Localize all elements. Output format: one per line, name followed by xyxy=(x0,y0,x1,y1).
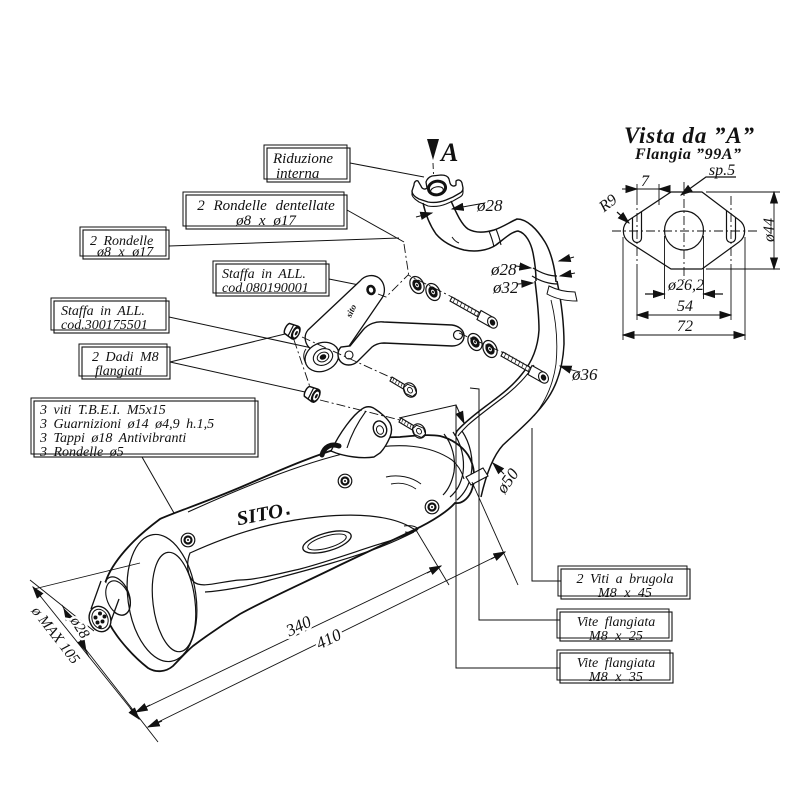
svg-text:M8 x 35: M8 x 35 xyxy=(588,670,643,685)
svg-text:M8 x 25: M8 x 25 xyxy=(588,629,643,644)
svg-text:Staffa in ALL.: Staffa in ALL. xyxy=(61,304,145,319)
svg-text:3 viti T.B.E.I. M5x15: 3 viti T.B.E.I. M5x15 xyxy=(39,403,166,418)
svg-text:2 Dadi M8: 2 Dadi M8 xyxy=(92,350,159,365)
svg-text:interna: interna xyxy=(276,166,319,182)
svg-text:ø28: ø28 xyxy=(490,260,517,279)
svg-text:Staffa in ALL.: Staffa in ALL. xyxy=(222,267,306,282)
svg-text:Flangia ”99A”: Flangia ”99A” xyxy=(634,146,741,163)
svg-text:3 Rondelle ø5: 3 Rondelle ø5 xyxy=(39,445,124,460)
svg-text:flangiati: flangiati xyxy=(95,364,143,379)
svg-text:M8 x 45: M8 x 45 xyxy=(597,586,652,601)
svg-text:Vite flangiata: Vite flangiata xyxy=(577,615,656,630)
svg-text:Riduzione: Riduzione xyxy=(272,151,333,167)
svg-text:3 Guarnizioni ø14 ø4,9 h.1,5: 3 Guarnizioni ø14 ø4,9 h.1,5 xyxy=(39,417,214,432)
svg-text:cod.080190001: cod.080190001 xyxy=(222,281,309,296)
svg-text:2 Rondelle dentellate: 2 Rondelle dentellate xyxy=(197,198,335,214)
svg-text:ø32: ø32 xyxy=(492,278,519,297)
svg-text:Vista da ”A”: Vista da ”A” xyxy=(624,123,755,148)
svg-text:3 Tappi ø18 Antivibranti: 3 Tappi ø18 Antivibranti xyxy=(39,431,186,446)
svg-text:ø8 x ø17: ø8 x ø17 xyxy=(235,213,297,229)
svg-text:A: A xyxy=(439,138,458,167)
svg-text:ø26,2: ø26,2 xyxy=(667,277,704,294)
svg-text:2 Rondelle: 2 Rondelle xyxy=(90,234,153,249)
svg-text:2 Viti a brugola: 2 Viti a brugola xyxy=(576,572,673,587)
svg-text:ø44: ø44 xyxy=(761,218,778,243)
svg-text:7: 7 xyxy=(641,173,650,190)
svg-text:ø28: ø28 xyxy=(476,196,503,215)
svg-text:sp.5: sp.5 xyxy=(709,162,735,179)
svg-text:Vite flangiata: Vite flangiata xyxy=(577,656,656,671)
svg-text:72: 72 xyxy=(677,318,693,335)
svg-text:54: 54 xyxy=(677,298,693,315)
svg-text:cod.300175501: cod.300175501 xyxy=(61,318,148,333)
svg-text:ø36: ø36 xyxy=(571,365,598,384)
svg-text:ø8 x ø17: ø8 x ø17 xyxy=(96,245,154,260)
